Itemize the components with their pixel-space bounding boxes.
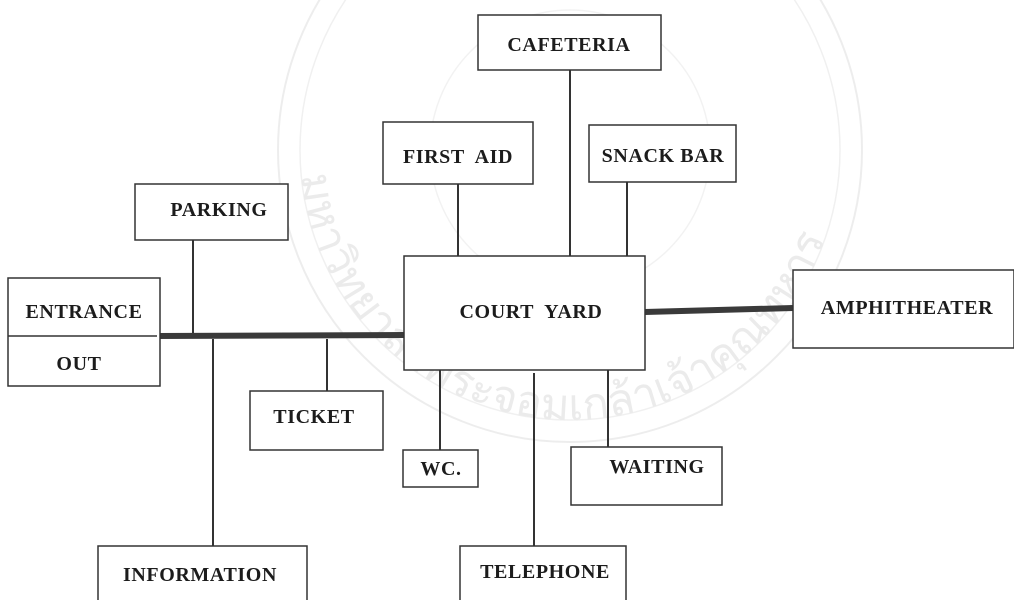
telephone-label: TELEPHONE [480,561,610,583]
cafeteria-box [477,14,662,71]
wc-label: WC. [420,458,461,480]
information-label: INFORMATION [123,564,277,586]
parking-label: PARKING [170,199,267,221]
waiting-box [570,446,723,506]
first-aid-box [382,121,534,185]
amphitheater-label: AMPHITHEATER [821,297,993,319]
information-box [97,545,308,600]
out-label: OUT [56,353,101,375]
entrance-label: ENTRANCE [25,301,142,323]
ticket-box [249,390,384,451]
first-aid-label: FIRST AID [403,146,513,168]
entrance-box [7,277,161,387]
connector-entrance-court-yard [156,332,405,339]
connectors [156,70,794,546]
snack-bar-box [588,124,737,183]
court-yard-label: COURT YARD [460,301,603,323]
wc-box [402,449,479,488]
waiting-label: WAITING [609,456,704,478]
nodes [7,14,1014,600]
amphitheater-box [792,269,1014,349]
ticket-label: TICKET [273,406,354,428]
labels: CAFETERIA FIRST AID SNACK BAR PARKING EN… [25,34,993,586]
telephone-box [459,545,627,600]
cafeteria-label: CAFETERIA [507,34,630,56]
parking-box [134,183,289,241]
connector-court-yard-amphitheater [644,305,794,315]
court-yard-box [403,255,646,371]
snack-bar-label: SNACK BAR [602,145,725,167]
